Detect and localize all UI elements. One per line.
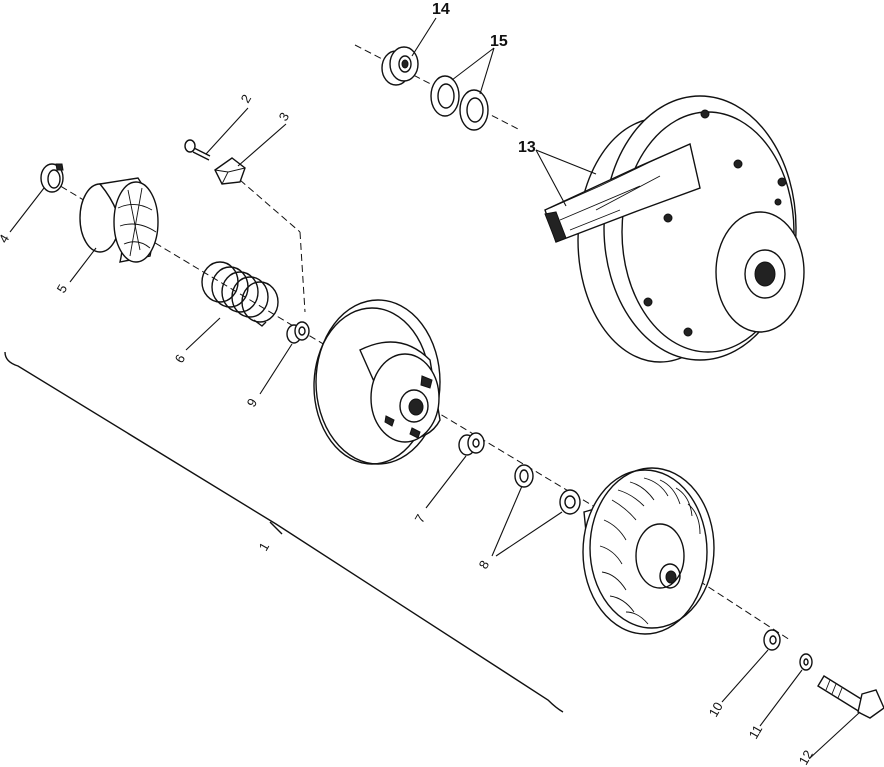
leader-7	[425, 455, 467, 509]
callout-1: 1	[256, 540, 273, 554]
callout-12: 12	[796, 747, 816, 767]
leader-8b	[495, 511, 563, 557]
axis-line-right	[689, 574, 791, 641]
callout-13: 13	[518, 139, 536, 156]
callout-8: 8	[476, 558, 493, 572]
leader-13a	[535, 149, 597, 175]
movable-sheave	[313, 299, 441, 465]
callout-10: 10	[706, 699, 726, 719]
axis-line-button-down	[299, 231, 306, 313]
leader-8a	[491, 485, 523, 557]
cam-part-5	[79, 177, 159, 263]
callout-7: 7	[412, 512, 429, 526]
bushing-part-7	[458, 432, 485, 456]
leader-5	[69, 247, 97, 283]
washer-part-10	[763, 629, 781, 651]
leader-11	[759, 669, 803, 727]
spring-part-6	[201, 261, 279, 327]
leader-3	[237, 123, 287, 167]
leader-15b	[479, 47, 495, 95]
leader-13b	[535, 149, 567, 207]
screw-part-2	[184, 139, 211, 161]
washers-part-8	[514, 464, 581, 515]
callout-11: 11	[746, 722, 766, 741]
bearing-part-14	[381, 46, 419, 86]
callout-3: 3	[276, 110, 293, 124]
leader-6	[185, 317, 221, 351]
leader-2	[205, 107, 249, 155]
callout-14: 14	[432, 1, 450, 18]
leader-12	[809, 711, 861, 759]
callout-2: 2	[238, 92, 255, 106]
leader-15a	[451, 47, 495, 81]
axis-line-button	[239, 179, 301, 233]
assembly-bracket	[4, 351, 564, 713]
snap-ring-part-4	[40, 163, 64, 193]
callout-9: 9	[244, 396, 261, 410]
stationary-sheave	[582, 467, 715, 635]
washers-part-15	[430, 75, 489, 131]
leader-14	[411, 17, 437, 57]
leader-9	[259, 343, 293, 395]
bushing-part-9	[286, 321, 310, 344]
drive-clutch	[577, 95, 805, 363]
button-part-3	[214, 157, 246, 185]
drive-belt-part-13	[544, 143, 701, 243]
lockwasher-part-11	[799, 653, 813, 671]
bolt-part-12	[817, 675, 884, 719]
callout-5: 5	[54, 282, 71, 296]
callout-15: 15	[490, 33, 508, 50]
leader-4	[9, 187, 45, 233]
callout-4: 4	[0, 232, 12, 246]
callout-6: 6	[172, 352, 189, 366]
leader-10	[721, 649, 769, 703]
assembly-bracket-tick	[269, 521, 283, 535]
